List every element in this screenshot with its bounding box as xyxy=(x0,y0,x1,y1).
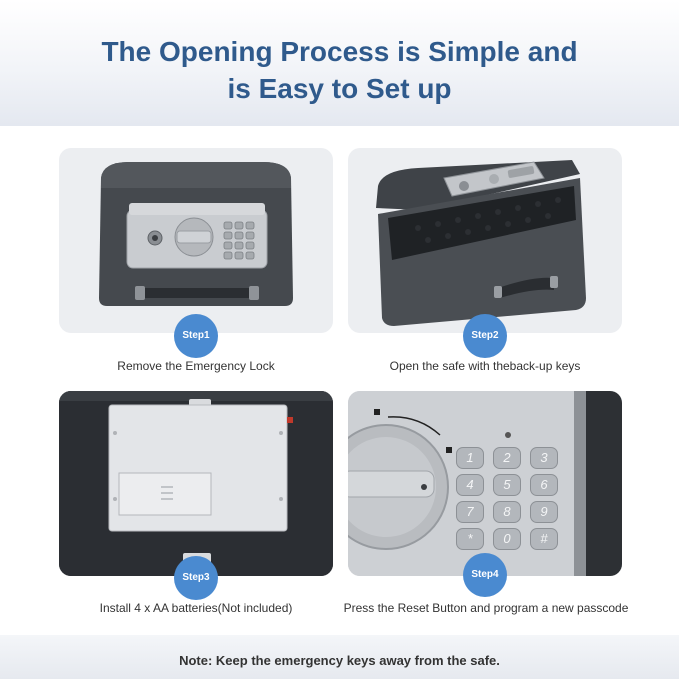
step2-caption: Open the safe with theback-up keys xyxy=(389,359,581,373)
step4-badge: Step4 xyxy=(463,553,507,597)
keypad-key: 8 xyxy=(493,501,521,523)
keypad-key: 5 xyxy=(493,474,521,496)
header-banner xyxy=(0,0,679,126)
keypad-key: 6 xyxy=(530,474,558,496)
step3-badge: Step3 xyxy=(174,556,218,600)
step1-image xyxy=(59,148,333,333)
step3-image xyxy=(59,391,333,576)
step2-badge: Step2 xyxy=(463,314,507,358)
keypad-closeup-illustration xyxy=(348,391,622,576)
open-safe-illustration xyxy=(376,160,586,326)
keypad-key: 1 xyxy=(456,447,484,469)
title-line-2: is Easy to Set up xyxy=(227,73,452,104)
page-title: The Opening Process is Simple and is Eas… xyxy=(0,33,679,107)
keypad-key: 4 xyxy=(456,474,484,496)
keypad-key: * xyxy=(456,528,484,550)
step3-caption: Install 4 x AA batteries(Not included) xyxy=(99,601,293,615)
title-line-1: The Opening Process is Simple and xyxy=(101,36,578,67)
step1-badge: Step1 xyxy=(174,314,218,358)
keypad-key: 0 xyxy=(493,528,521,550)
closed-safe-illustration xyxy=(99,162,293,306)
step1-caption: Remove the Emergency Lock xyxy=(117,359,275,373)
battery-compartment-illustration xyxy=(59,391,333,576)
step2-image xyxy=(348,148,622,333)
footer-note: Note: Keep the emergency keys away from … xyxy=(179,653,500,668)
keypad-key: 2 xyxy=(493,447,521,469)
step4-caption: Press the Reset Button and program a new… xyxy=(343,601,629,615)
keypad-key: # xyxy=(530,528,558,550)
footer-banner xyxy=(0,635,679,679)
keypad-key: 7 xyxy=(456,501,484,523)
keypad-key: 9 xyxy=(530,501,558,523)
keypad-key: 3 xyxy=(530,447,558,469)
